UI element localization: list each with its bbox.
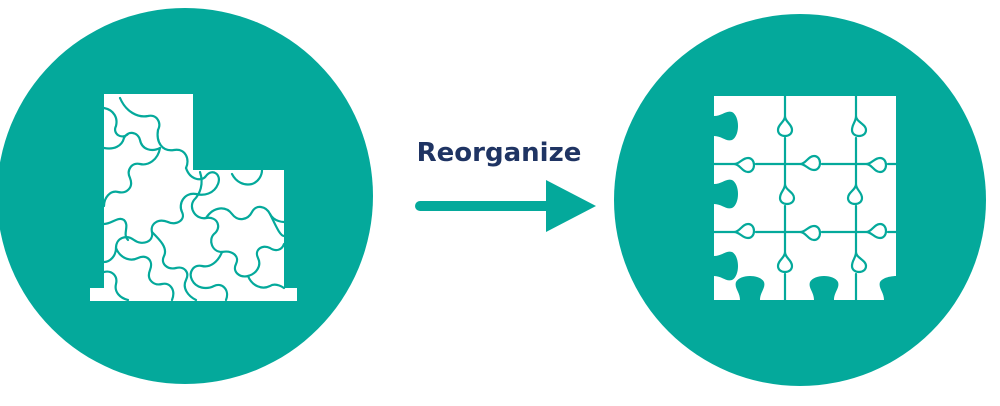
transition-group: Reorganize — [415, 138, 596, 232]
after-group — [614, 14, 986, 386]
organized-puzzle-seams — [712, 94, 898, 302]
messy-puzzle-icon — [90, 94, 297, 302]
messy-puzzle-seams — [102, 96, 286, 302]
right-arrow-icon — [415, 180, 596, 232]
puzzle-notches — [714, 111, 896, 300]
organized-puzzle-shape — [714, 96, 896, 300]
organized-puzzle-icon — [712, 94, 898, 302]
reorganize-label: Reorganize — [417, 138, 582, 168]
before-group — [0, 8, 373, 384]
